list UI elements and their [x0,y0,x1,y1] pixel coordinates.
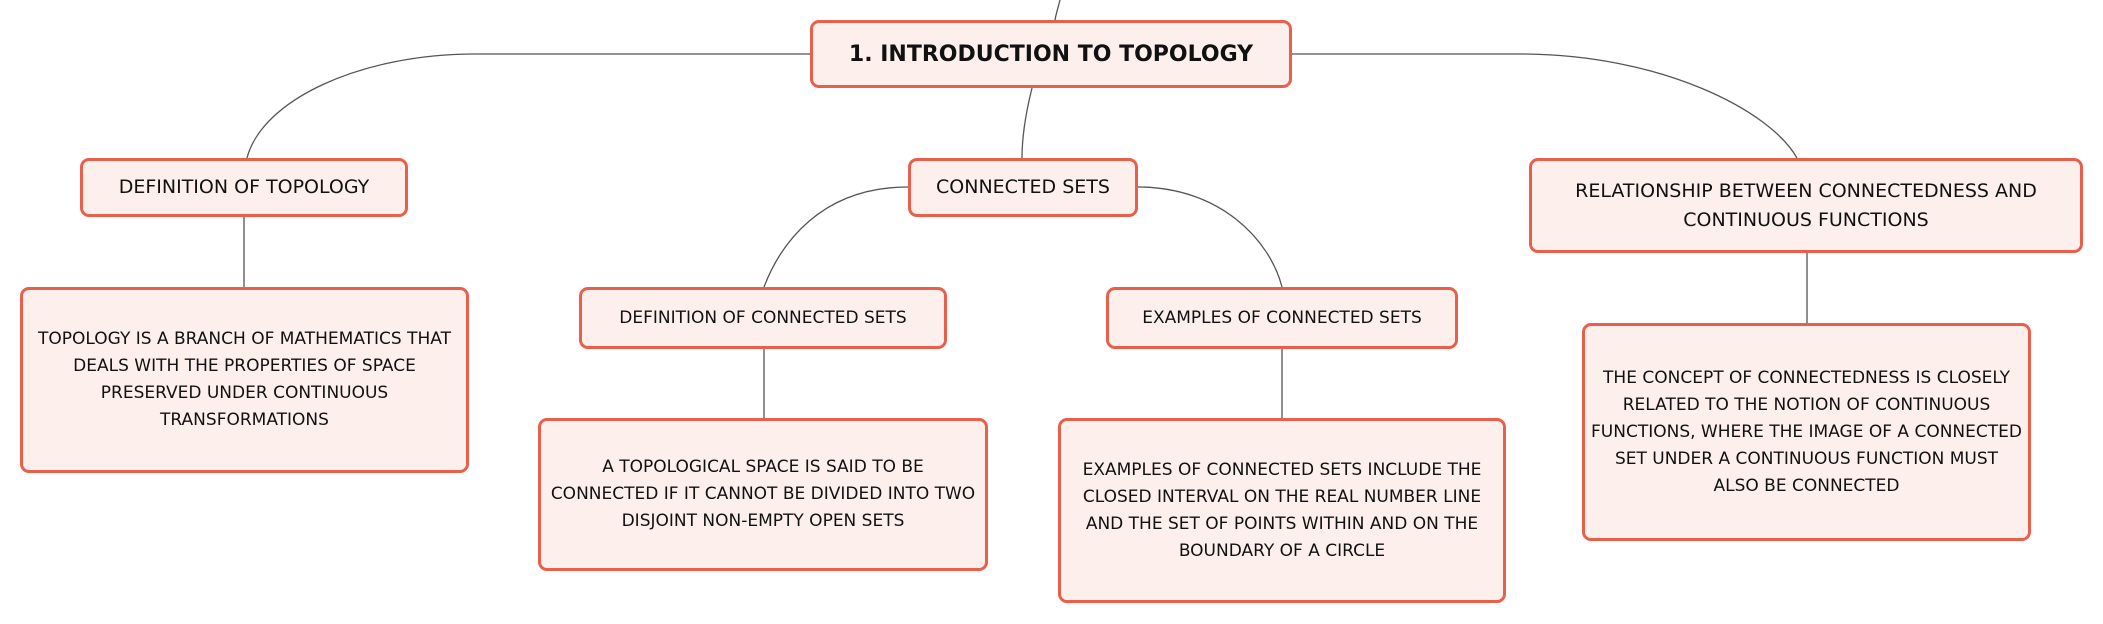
connector-root-to-parent [1054,0,1061,21]
connected-sets-examples-label: EXAMPLES OF CONNECTED SETS [1142,308,1422,328]
connected-sets-node[interactable]: CONNECTED SETS [908,158,1138,217]
connected-sets-definition-detail-text: A TOPOLOGICAL SPACE IS SAID TO BE CONNEC… [550,457,976,531]
topology-definition-label: DEFINITION OF TOPOLOGY [118,176,370,198]
root-node[interactable]: 1. INTRODUCTION TO TOPOLOGY [810,20,1292,88]
connector-root-to-relationship [1292,53,1798,159]
root-node-label: 1. INTRODUCTION TO TOPOLOGY [848,41,1254,67]
connector-connected-to-examples [1137,186,1283,288]
connected-sets-definition-label: DEFINITION OF CONNECTED SETS [619,308,907,328]
connector-root-to-definition [246,53,810,159]
connector-root-to-connected-sets [1021,87,1033,159]
relationship-node[interactable]: RELATIONSHIP BETWEEN CONNECTEDNESS AND C… [1529,158,2083,253]
connector-connected-to-def-connected [763,186,909,288]
relationship-detail-text: THE CONCEPT OF CONNECTEDNESS IS CLOSELY … [1591,367,2022,496]
topology-definition-detail-node[interactable]: TOPOLOGY IS A BRANCH OF MATHEMATICS THAT… [20,287,469,473]
topology-definition-detail-text: TOPOLOGY IS A BRANCH OF MATHEMATICS THAT… [38,329,451,430]
connected-sets-definition-node[interactable]: DEFINITION OF CONNECTED SETS [579,287,947,349]
relationship-label: RELATIONSHIP BETWEEN CONNECTEDNESS AND C… [1575,179,2037,231]
connected-sets-examples-node[interactable]: EXAMPLES OF CONNECTED SETS [1106,287,1458,349]
connected-sets-examples-detail-text: EXAMPLES OF CONNECTED SETS INCLUDE THE C… [1082,459,1482,561]
relationship-detail-node[interactable]: THE CONCEPT OF CONNECTEDNESS IS CLOSELY … [1582,323,2031,541]
topology-definition-node[interactable]: DEFINITION OF TOPOLOGY [80,158,408,217]
connected-sets-examples-detail-node[interactable]: EXAMPLES OF CONNECTED SETS INCLUDE THE C… [1058,418,1506,603]
connected-sets-label: CONNECTED SETS [936,176,1110,198]
connected-sets-definition-detail-node[interactable]: A TOPOLOGICAL SPACE IS SAID TO BE CONNEC… [538,418,988,571]
